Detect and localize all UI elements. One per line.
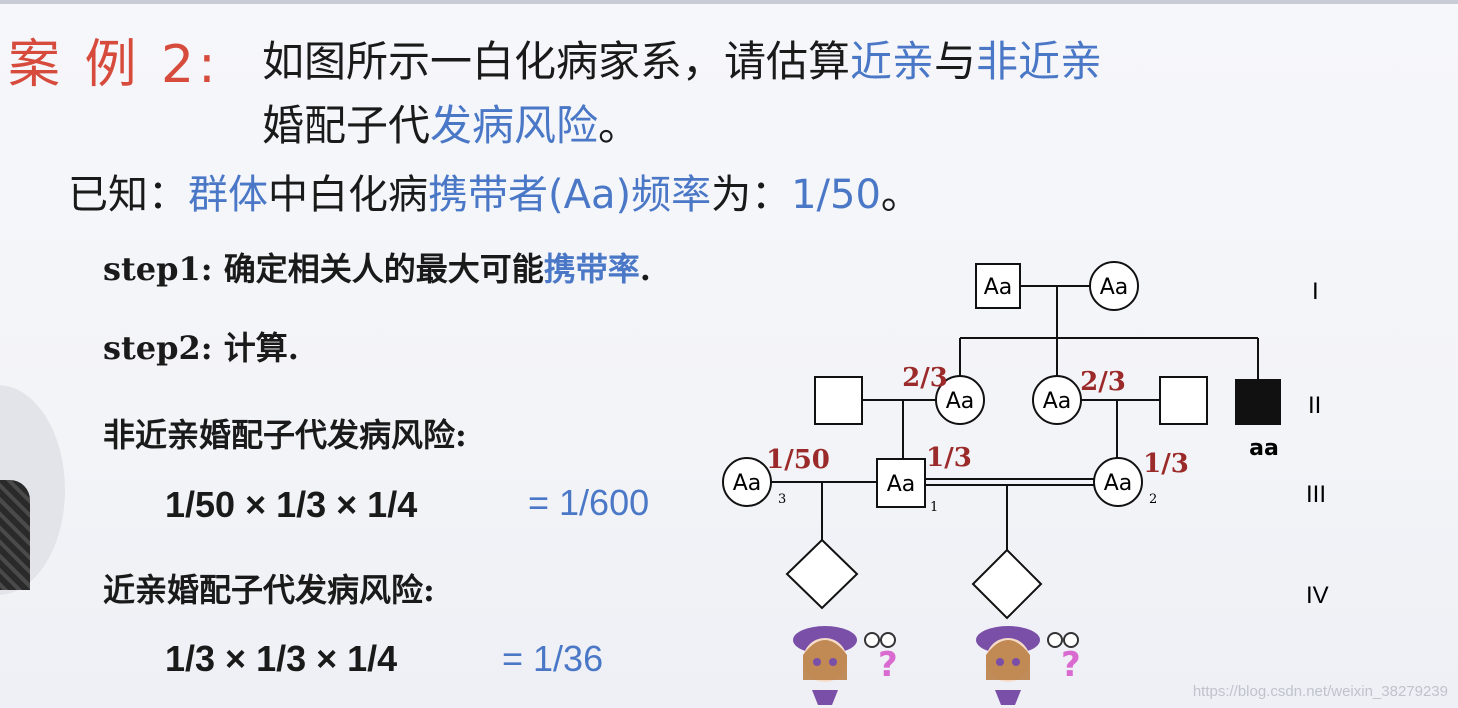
gen2-spouse-male2-symbol	[1159, 376, 1208, 425]
svg-text:?: ?	[878, 645, 898, 685]
step1: step1: 确定相关人的最大可能携带率.	[103, 244, 651, 290]
gen2-spouse-male-symbol	[814, 376, 863, 425]
gen2-affected-genotype: aa	[1249, 436, 1279, 461]
svg-text:?: ?	[1061, 645, 1081, 685]
generation-label-3: III	[1306, 481, 1326, 508]
consang-heading: 近亲婚配子代发病风险:	[103, 571, 435, 609]
gen3-individual3-probability: 1/50	[766, 445, 830, 475]
gen4-offspring-consang-symbol	[971, 548, 1043, 620]
known-label: 已知：	[68, 172, 188, 218]
title-period: 。	[598, 101, 641, 150]
known-period: 。	[880, 172, 921, 218]
case-label: 案 例 2:	[8, 35, 220, 95]
known-population: 群体	[188, 172, 268, 218]
nonconsang-formula: 1/50 × 1/3 × 1/4	[165, 484, 418, 525]
gen3-individual2-symbol	[1093, 457, 1143, 507]
consang-result: = 1/36	[502, 638, 604, 679]
title-and: 与	[934, 37, 977, 86]
question-mark-icon: ?	[864, 632, 898, 685]
pedigree-lines	[771, 285, 1259, 550]
gen1-female-genotype: Aa	[1100, 275, 1129, 300]
question-mark-icon-2: ?	[1047, 632, 1081, 685]
title-consanguineous: 近亲	[850, 37, 935, 86]
gen3-individual1-symbol	[876, 458, 926, 508]
gen3-individual3-genotype: Aa	[733, 471, 762, 496]
nonconsang-result: = 1/600	[528, 482, 650, 523]
gen2-female-symbol	[935, 375, 985, 425]
gen1-male-genotype: Aa	[984, 275, 1013, 300]
known-line: 已知：群体中白化病携带者(Aa)频率为：1/50。	[68, 162, 921, 220]
known-mid: 中白化病	[268, 172, 428, 218]
step1-dot: .	[639, 250, 651, 288]
known-is: 为：	[711, 172, 792, 218]
step1-carrier-rate: 携带率	[543, 250, 640, 288]
mascot-character-2	[976, 626, 1040, 705]
gen3-individual1-number: 1	[930, 500, 938, 515]
gen3-individual3-number: 3	[778, 492, 786, 507]
generation-label-4: IV	[1306, 582, 1329, 609]
gen3-individual2-number: 2	[1149, 492, 1157, 507]
gen3-individual1-genotype: Aa	[887, 472, 916, 497]
generation-label-1: I	[1312, 278, 1319, 305]
title-line-2: 婚配子代发病风险。	[262, 92, 640, 153]
title-text: 如图所示一白化病家系，请估算	[262, 37, 851, 86]
title-offspring: 婚配子代	[262, 101, 431, 150]
generation-label-2: II	[1308, 392, 1321, 419]
mascot-character-1	[793, 626, 857, 705]
gen4-offspring-nonconsang-symbol	[785, 538, 859, 610]
gen3-individual1-probability: 1/3	[926, 443, 972, 473]
title-nonconsanguineous: 非近亲	[976, 37, 1103, 86]
gen2-sibling-symbol	[1032, 375, 1082, 425]
nonconsang-heading: 非近亲婚配子代发病风险:	[103, 416, 467, 454]
gen3-individual2-probability: 1/3	[1143, 449, 1189, 479]
step2: step2: 计算.	[103, 329, 299, 367]
gen3-individual3-symbol	[722, 457, 772, 507]
watermark: https://blog.csdn.net/weixin_38279239	[1192, 683, 1448, 700]
title-risk: 发病风险	[430, 101, 599, 150]
gen2-female-genotype: Aa	[946, 389, 975, 414]
step1-text: step1: 确定相关人的最大可能	[103, 250, 544, 288]
gen1-male-symbol	[975, 263, 1021, 309]
consang-formula: 1/3 × 1/3 × 1/4	[165, 638, 398, 679]
gen1-female-symbol	[1089, 261, 1139, 311]
gen3-individual2-genotype: Aa	[1104, 471, 1133, 496]
presenter-silhouette	[0, 480, 30, 590]
gen2-sibling-genotype: Aa	[1043, 389, 1072, 414]
known-frequency: 1/50	[791, 172, 881, 218]
known-carrier: 携带者(Aa)频率	[428, 172, 712, 218]
title-line-1: 如图所示一白化病家系，请估算近亲与非近亲	[262, 28, 1102, 89]
gen2-sibling-probability: 2/3	[1080, 367, 1126, 397]
gen2-affected-male-symbol	[1235, 379, 1281, 425]
gen2-female-probability: 2/3	[902, 363, 948, 393]
top-border	[0, 0, 1458, 4]
